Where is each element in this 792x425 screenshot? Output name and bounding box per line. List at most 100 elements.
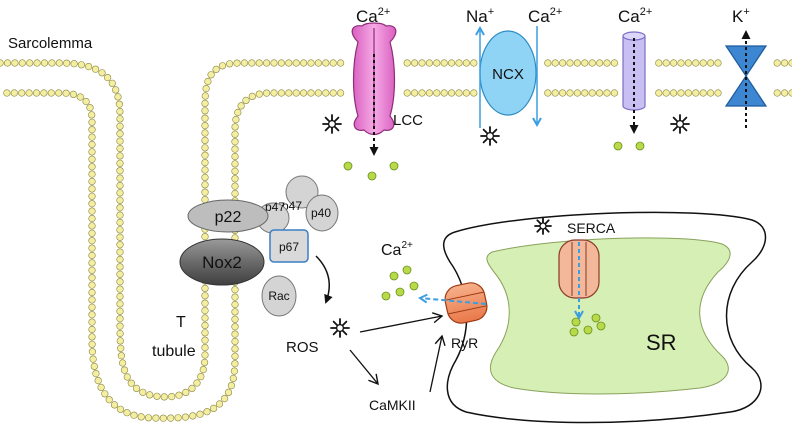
membrane-bead: [307, 59, 315, 67]
membrane-bead: [90, 362, 98, 371]
nox2-label: Nox2: [202, 253, 242, 272]
membrane-bead: [240, 59, 248, 67]
membrane-bead: [433, 59, 441, 67]
membrane-bead: [215, 400, 224, 408]
membrane-bead: [277, 59, 286, 67]
membrane-bead: [88, 222, 96, 230]
membrane-bead: [88, 348, 96, 356]
membrane-bead: [108, 79, 116, 87]
membrane-bead: [92, 370, 100, 378]
membrane-bead: [88, 200, 96, 208]
membrane-bead: [322, 89, 330, 97]
membrane-bead: [88, 140, 96, 149]
membrane-bead: [231, 130, 239, 138]
membrane-bead: [116, 337, 124, 345]
membrane-bead: [55, 89, 63, 97]
membrane-bead: [231, 360, 239, 368]
membrane-bead: [201, 329, 209, 337]
membrane-bead: [300, 89, 308, 97]
membrane-bead: [201, 159, 209, 167]
membrane-bead: [11, 59, 19, 67]
membrane-bead: [181, 413, 190, 421]
lcc-label: LCC: [393, 112, 423, 129]
membrane-bead: [684, 89, 693, 97]
membrane-bead: [62, 89, 70, 97]
membrane-bead: [418, 89, 426, 97]
membrane-bead: [116, 211, 124, 219]
membrane-bead: [231, 189, 239, 198]
membrane-bead: [123, 409, 131, 417]
membrane-bead: [88, 185, 96, 193]
membrane-bead: [76, 93, 84, 101]
membrane-bead: [455, 89, 463, 97]
membrane-bead: [182, 388, 190, 397]
membrane-bead: [116, 152, 124, 160]
membrane-bead: [231, 175, 239, 183]
membrane-bead: [40, 59, 49, 67]
membrane-bead: [201, 233, 209, 241]
membrane-bead: [203, 408, 211, 416]
membrane-bead: [94, 377, 102, 385]
membrane-bead: [201, 121, 209, 130]
membrane-bead: [425, 59, 434, 67]
ros-star-icon: [322, 114, 342, 134]
sr-label: SR: [646, 330, 677, 355]
membrane-bead: [227, 382, 235, 390]
membrane-bead: [159, 414, 167, 422]
membrane-bead: [110, 401, 119, 409]
membrane-bead: [188, 384, 196, 393]
membrane-bead: [337, 89, 345, 97]
membrane-bead: [285, 89, 293, 97]
membrane-bead: [3, 89, 11, 97]
membrane-bead: [788, 59, 792, 67]
membrane-bead: [86, 104, 94, 112]
membrane-bead: [595, 89, 604, 97]
membrane-bead: [411, 59, 419, 67]
membrane-bead: [270, 89, 278, 97]
calcium-ion: [389, 161, 399, 171]
membrane-bead: [116, 248, 124, 256]
ryanodine-receptor: RyR: [420, 282, 488, 351]
membrane-bead: [277, 89, 286, 97]
membrane-bead: [116, 218, 124, 227]
membrane-bead: [231, 323, 239, 331]
membrane-bead: [116, 167, 124, 175]
membrane-bead: [418, 59, 426, 67]
membrane-bead: [201, 181, 209, 189]
p47-label: p47: [282, 199, 302, 213]
k-ion-label: K+: [732, 6, 750, 26]
membrane-bead: [573, 59, 582, 67]
membrane-bead: [231, 315, 239, 323]
membrane-bead: [116, 130, 124, 138]
calcium-ion: [389, 271, 399, 281]
membrane-bead: [692, 59, 700, 67]
membrane-bead: [88, 207, 96, 215]
ros-stars: [322, 114, 690, 338]
membrane-bead: [285, 59, 293, 67]
membrane-bead: [88, 296, 96, 304]
membrane-bead: [595, 59, 604, 67]
membrane-bead: [603, 89, 611, 97]
membrane-bead: [88, 259, 96, 267]
membrane-bead: [196, 410, 204, 418]
membrane-bead: [292, 89, 300, 97]
membrane-bead: [174, 414, 182, 422]
membrane-bead: [116, 263, 124, 271]
membrane-bead: [544, 59, 552, 67]
ros-star-icon: [534, 217, 552, 235]
membrane-bead: [699, 89, 707, 97]
membrane-bead: [411, 89, 419, 97]
membrane-bead: [201, 336, 209, 344]
membrane-bead: [448, 59, 456, 67]
membrane-bead: [588, 89, 596, 97]
membrane-bead: [201, 284, 209, 293]
membrane-bead: [88, 325, 96, 334]
membrane-bead: [153, 392, 161, 400]
membrane-bead: [231, 308, 239, 316]
membrane-bead: [201, 107, 209, 115]
membrane-bead: [116, 159, 124, 167]
membrane-bead: [669, 59, 678, 67]
rac-label: Rac: [268, 289, 289, 303]
membrane-bead: [662, 89, 670, 97]
